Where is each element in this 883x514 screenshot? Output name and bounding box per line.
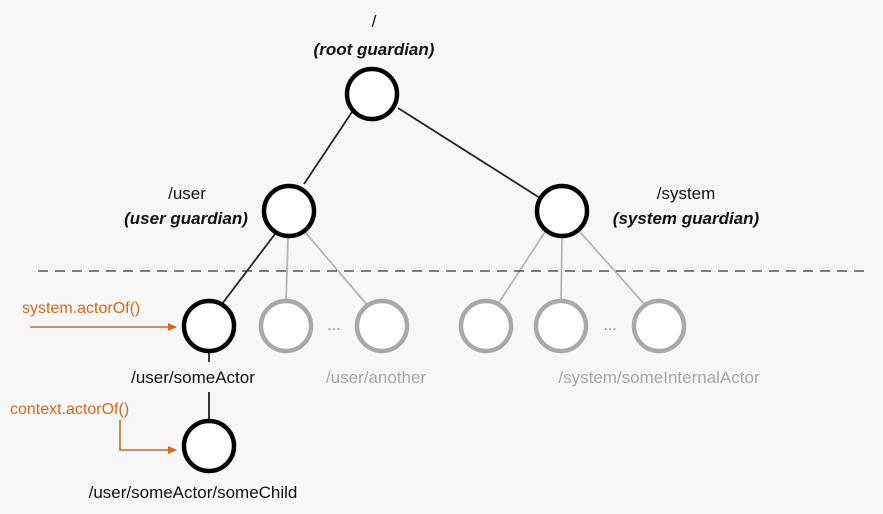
node-root: [344, 66, 400, 122]
edge-user-grey-1: [285, 237, 289, 303]
user-another-label: /user/another: [326, 368, 427, 387]
user-guardian-label: (user guardian): [124, 209, 248, 228]
node-some-child: [181, 418, 237, 474]
edge-user-someactor: [221, 233, 276, 305]
arrow-context-actor-of: [119, 420, 177, 454]
some-actor-label: /user/someActor: [131, 368, 255, 387]
user-path-label: /user: [168, 184, 206, 203]
node-user-guardian: [261, 183, 317, 239]
ellipsis-system: ...: [603, 317, 616, 334]
system-guardian-label: (system guardian): [613, 209, 760, 228]
node-system-guardian: [534, 183, 590, 239]
system-internal-label: /system/someInternalActor: [558, 368, 760, 387]
some-child-label: /user/someActor/someChild: [89, 483, 298, 502]
context-actor-of-label: context.actorOf(): [10, 401, 129, 418]
edge-root-user: [303, 111, 353, 185]
edge-root-system: [397, 107, 541, 199]
node-user-another-2: [354, 298, 410, 354]
node-system-internal-3: [631, 298, 687, 354]
root-guardian-label: (root guardian): [314, 40, 435, 59]
node-system-internal-2: [533, 298, 589, 354]
node-user-another-1: [258, 298, 314, 354]
system-path-label: /system: [657, 184, 716, 203]
edge-system-grey-3: [579, 231, 647, 307]
root-path-label: /: [372, 12, 377, 31]
edge-system-grey-1: [497, 231, 546, 305]
node-system-internal-1: [458, 298, 514, 354]
ellipsis-user: ...: [327, 317, 340, 334]
edge-user-grey-2: [304, 231, 369, 307]
edge-system-grey-2: [560, 237, 563, 303]
node-some-actor: [181, 298, 237, 354]
system-actor-of-label: system.actorOf(): [22, 300, 140, 317]
